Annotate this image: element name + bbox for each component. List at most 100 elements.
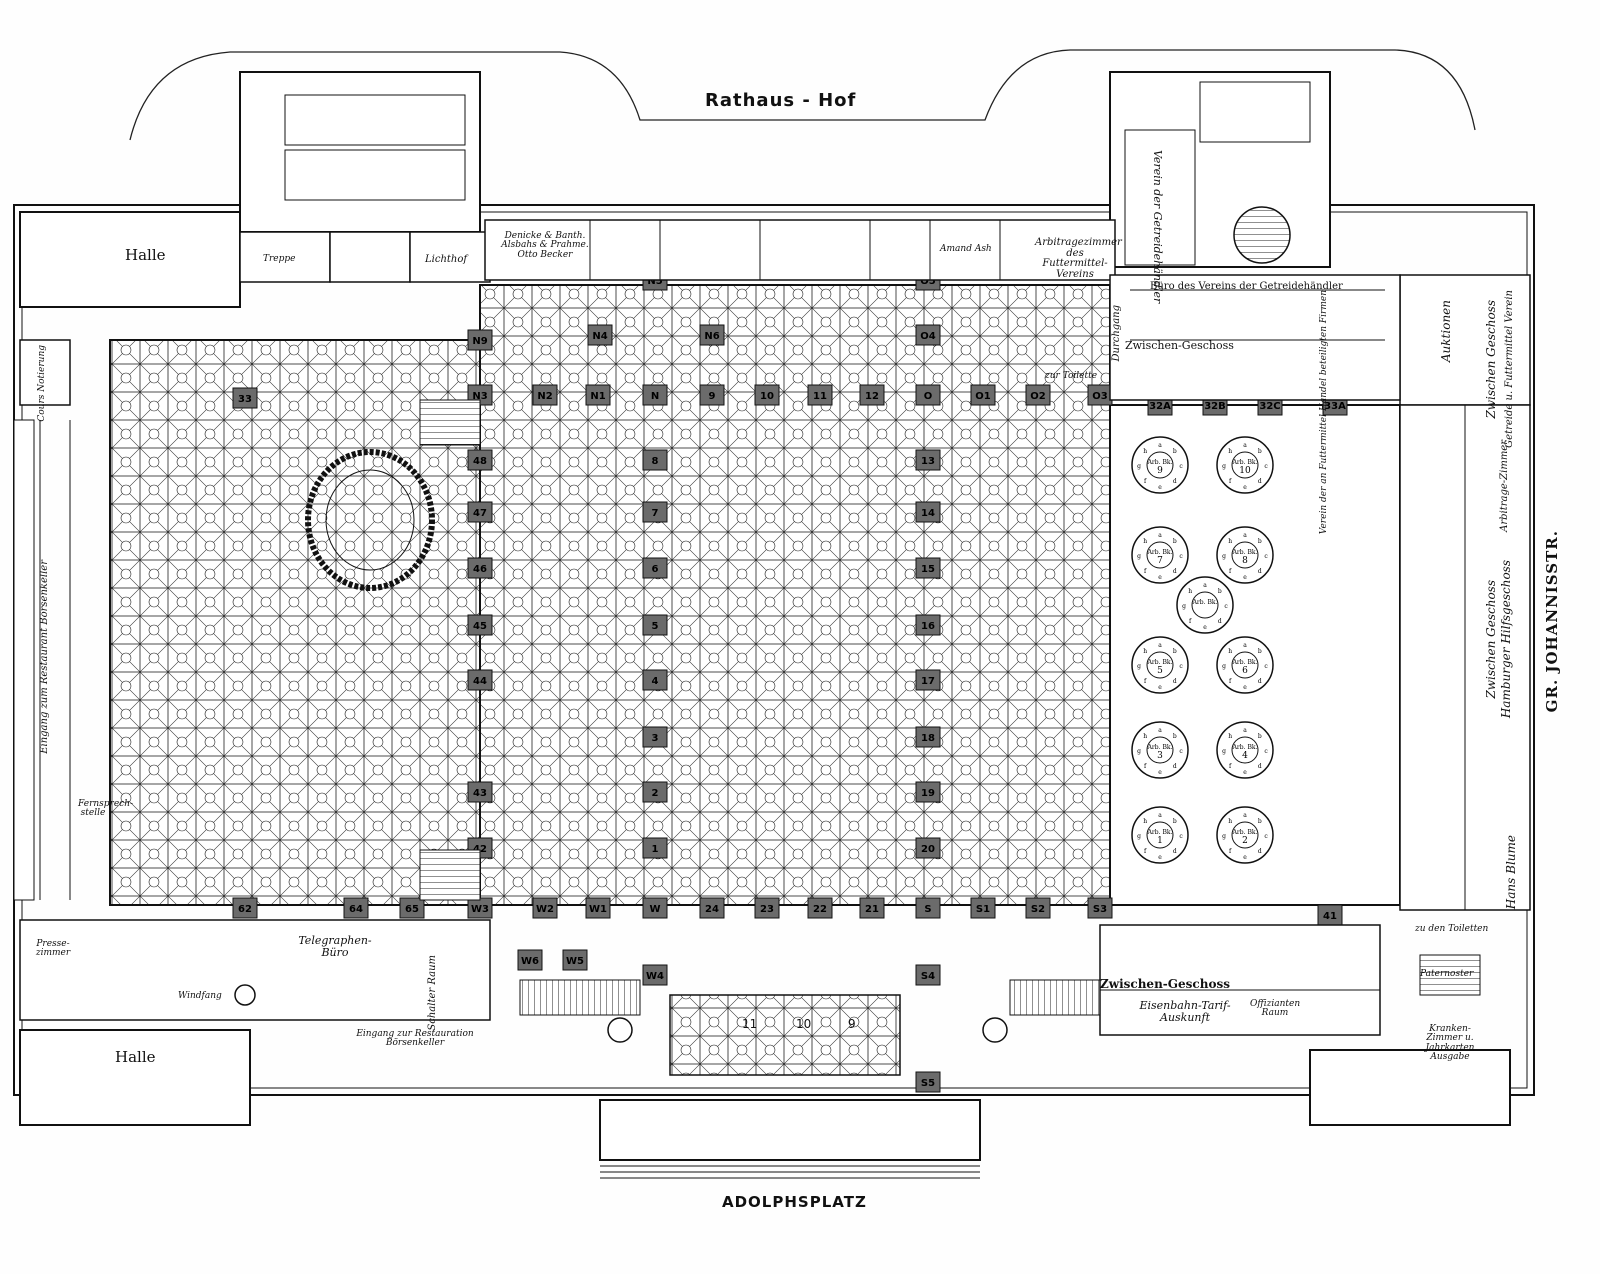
pier-label: N9 [472,336,487,347]
arb-seat-letter: a [1243,442,1247,449]
arbitragezimmer-east-label: Arbitrage-Zimmer [1499,440,1510,532]
south-stalls [234,984,1008,1076]
pier [585,897,611,919]
arb-seat-letter: h [1143,448,1147,455]
pier [970,384,996,406]
pier [642,837,668,859]
arb-seat-letter: d [1258,763,1262,770]
pier [642,964,668,986]
arb-table-label: Arb. Bk. [1147,549,1173,556]
verein-getreide-label: Verein der Getreidehändler [1151,150,1164,304]
pier-label: W6 [521,956,539,967]
pier-label: 9 [709,391,716,402]
arb-seat-letter: e [1158,769,1162,776]
arb-table-center [1146,736,1174,764]
pier [1025,384,1051,406]
pier-label: 1 [652,844,659,855]
pier-label: S3 [1093,904,1107,915]
arb-seat-letter: a [1243,532,1247,539]
arb-table-center [1146,821,1174,849]
pier [915,964,941,986]
arb-seat-letter: d [1173,763,1177,770]
north-offices [484,219,1401,401]
pier-label: 12 [865,391,879,402]
arb-seat-letter: h [1228,648,1232,655]
pier-label: 32A [1149,401,1171,412]
arb-seat-letter: a [1203,582,1207,589]
arb-table-label: Arb. Bk. [1192,599,1218,606]
arb-seat-letter: h [1143,538,1147,545]
arb-seat-letter: g [1137,553,1141,560]
pier-label: 18 [921,733,935,744]
staircases [419,399,1481,1016]
arb-table-number: 7 [1157,556,1163,566]
arb-seat-letter: b [1173,448,1177,455]
pier-label: 14 [921,508,935,519]
arb-table-center [1231,541,1259,569]
bourse-cellar-entrance-label: Eingang zur Restauration Börsenkeller [356,1029,474,1049]
arb-seat-letter: g [1222,748,1226,755]
arb-seat-letter: b [1258,648,1262,655]
arb-seat-letter: f [1229,678,1232,685]
pier-label: 32C [1259,401,1280,412]
arb-seat-letter: c [1264,463,1268,470]
pier [1087,897,1113,919]
arb-seat-letter: h [1188,588,1192,595]
arb-seat-letter: f [1144,763,1147,770]
arb-seat-letter: b [1173,538,1177,545]
pier-label: O [924,391,933,402]
south-stall-9: 9 [848,1017,856,1031]
arb-table-center [1231,736,1259,764]
arb-seat-letter: h [1228,538,1232,545]
pier-label: 33 [238,394,252,405]
pier-label: 16 [921,621,935,632]
pier-label: 64 [349,904,363,915]
pier-label: 43 [473,788,487,799]
pier-label: 24 [705,904,719,915]
pier-label: O5 [920,276,936,287]
arb-seat-letter: f [1189,618,1192,625]
pier [467,669,493,691]
pier-label: 2 [652,788,659,799]
pier [399,897,425,919]
arb-seat-letter: c [1264,748,1268,755]
arb-seat-letter: a [1243,642,1247,649]
north-firm-1: Denicke & Banth. [504,231,586,241]
pier-label: 11 [813,391,827,402]
pier [467,557,493,579]
arb-table-number: 1 [1157,836,1163,846]
pier [467,329,493,351]
pier [1025,897,1051,919]
pier [915,781,941,803]
north-firm-4: Amand Ash [940,244,992,254]
arb-table-center [1231,821,1259,849]
pier [343,897,369,919]
pier-label: N5 [647,276,662,287]
pier-label: 6 [652,564,659,575]
arb-seat-letter: e [1203,624,1207,631]
south-wing [19,919,1511,1161]
fernsprech-label: Fernsprech-stelle [78,799,134,819]
pier [754,897,780,919]
pier-label: 44 [473,676,487,687]
arb-table-center [1231,651,1259,679]
courtyard-outline [129,49,1476,141]
pier-label: W1 [589,904,607,915]
arb-table-label: Arb. Bk. [1147,744,1173,751]
arb-seat-letter: g [1182,603,1186,610]
south-steps [600,1159,980,1179]
pier [915,449,941,471]
eisenbahn-label: Eisenbahn-Tarif-Auskunft [1139,999,1231,1024]
arb-seat-letter: g [1137,463,1141,470]
arb-seat-letter: c [1179,463,1183,470]
arb-seat-letter: d [1173,478,1177,485]
pier-label: W2 [536,904,554,915]
pier [915,897,941,919]
arb-seat-letter: c [1179,833,1183,840]
arb-seat-letter: d [1218,618,1222,625]
pier [915,324,941,346]
pier-label: N3 [472,391,487,402]
hall-south-label: Halle [115,1048,156,1066]
arb-seat-letter: f [1229,848,1232,855]
